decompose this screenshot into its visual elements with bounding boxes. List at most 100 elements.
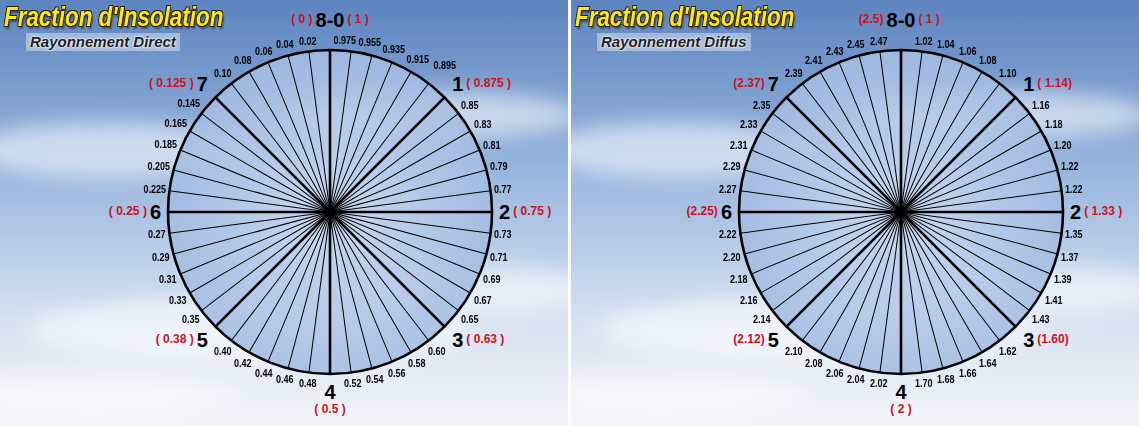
fraction-value: 1.66 — [959, 367, 977, 380]
tick-label-group: 0.31 — [157, 273, 178, 286]
sector-value: (2.12) — [733, 333, 764, 347]
sector-number: 6 — [721, 201, 732, 223]
tick-label-group: 1.39 — [1052, 273, 1073, 286]
fraction-value: 2.18 — [730, 273, 748, 286]
fraction-value: 0.71 — [490, 251, 508, 264]
fraction-value: 0.27 — [148, 228, 166, 241]
tick-label-group: 1.68 — [935, 373, 956, 386]
fraction-value: 1.62 — [999, 345, 1017, 358]
tick-label-group: 2.08 — [803, 357, 824, 370]
tick-label-group: 0.895 — [431, 59, 459, 72]
tick-label-group: 0.145 — [175, 97, 203, 110]
tick-label-group: 0.955 — [356, 36, 384, 49]
sector-value: ( 0.875 ) — [466, 77, 511, 91]
tick-label-group: 2.31 — [728, 139, 749, 152]
tick-label-group: 1.43 — [1030, 313, 1051, 326]
fraction-value: 0.08 — [234, 54, 252, 67]
tick-label-group: 1.06 — [957, 45, 978, 58]
fraction-value: 2.10 — [785, 345, 803, 358]
tick-label-group: 1.20 — [1052, 139, 1073, 152]
tick-label-group: 2.14 — [751, 313, 772, 326]
tick-label-group: 0.58 — [406, 357, 427, 370]
panel-subtitle: Rayonnement Direct — [26, 33, 180, 51]
tick-label-group: 0.65 — [459, 313, 480, 326]
tick-label-group: 0.27 — [146, 228, 167, 241]
sector-number: 7 — [197, 73, 208, 95]
tick-label-group: 0.975 — [331, 34, 359, 47]
fraction-value: 0.955 — [358, 36, 381, 49]
sector-number: 7 — [768, 73, 779, 95]
cloud — [571, 373, 811, 417]
fraction-value: 0.935 — [383, 43, 406, 56]
sector-number: 3 — [1023, 329, 1034, 351]
sector-label-group: 1( 0.875 ) — [452, 73, 511, 95]
fraction-value: 0.65 — [461, 313, 479, 326]
tick-label-group: 0.165 — [162, 117, 190, 130]
sector-value: ( 0.125 ) — [149, 77, 194, 91]
tick-label-group: 2.41 — [803, 54, 824, 67]
fraction-value: 2.47 — [870, 35, 888, 48]
fraction-value: 2.31 — [730, 139, 748, 152]
fraction-value: 0.185 — [154, 138, 177, 151]
tick-label-group: 0.46 — [274, 373, 295, 386]
fraction-value: 0.58 — [408, 357, 426, 370]
sector-number: 4 — [895, 381, 906, 403]
tick-label-group: 2.16 — [738, 294, 759, 307]
tick-label-group: 2.33 — [738, 118, 759, 131]
fraction-value: 1.16 — [1032, 99, 1050, 112]
sector-label-group: 3( 0.63 ) — [452, 329, 504, 351]
fraction-value: 2.27 — [719, 183, 737, 196]
sector-label-group: 2( 1.33 ) — [1070, 201, 1122, 223]
fraction-value: 0.77 — [494, 183, 512, 196]
sector-label-group: 7(2.37) — [733, 73, 778, 95]
fraction-value: 2.16 — [740, 294, 758, 307]
fraction-value: 0.165 — [165, 117, 188, 130]
tick-label-group: 0.935 — [380, 43, 408, 56]
tick-label-group: 0.185 — [152, 138, 180, 151]
tick-label-group: 0.42 — [232, 357, 253, 370]
sector-label-group: 4( 0.5 ) — [314, 381, 345, 417]
sector-number: 2 — [499, 201, 510, 223]
sector-label-group: 4( 2 ) — [890, 381, 911, 417]
tick-label-group: 0.33 — [167, 294, 188, 307]
sector-number: 8-0 — [887, 9, 916, 31]
panel: Fraction d'InsolationRayonnement Direct — [0, 0, 568, 426]
tick-label-group: 2.22 — [717, 228, 738, 241]
cloud — [0, 373, 240, 417]
sector-value: ( 2 ) — [890, 403, 911, 417]
fraction-value: 0.145 — [178, 97, 201, 110]
sector-value: ( 0 ) — [291, 13, 312, 27]
fraction-value: 0.915 — [407, 53, 430, 66]
fraction-value: 0.42 — [234, 357, 252, 370]
sector-value: (2.5) — [859, 13, 884, 27]
tick-label-group: 0.77 — [492, 183, 513, 196]
sector-number: 4 — [324, 381, 335, 403]
tick-label-group: 2.35 — [751, 99, 772, 112]
sector-label-group: 5 (2.12) — [733, 329, 778, 351]
sector-number: 5 — [768, 329, 779, 351]
tick-label-group: 1.37 — [1059, 251, 1080, 264]
fraction-value: 0.69 — [483, 273, 501, 286]
sector-value: (1.60) — [1037, 333, 1068, 347]
sector-label-group: (2.5)8-0( 1 ) — [859, 9, 940, 31]
fraction-value: 1.70 — [915, 377, 933, 390]
tick-label-group: 2.43 — [824, 45, 845, 58]
fraction-value: 0.33 — [169, 294, 187, 307]
panel-title: Fraction d'Insolation — [575, 2, 794, 31]
fraction-value: 1.37 — [1061, 251, 1079, 264]
fraction-value: 0.35 — [182, 313, 200, 326]
fraction-value: 2.41 — [805, 54, 823, 67]
fraction-value: 2.39 — [785, 67, 803, 80]
tick-label-group: 0.56 — [386, 367, 407, 380]
tick-label-group: 2.45 — [845, 38, 866, 51]
tick-label-group: 1.22 — [1063, 183, 1084, 196]
sector-number: 1 — [452, 73, 463, 95]
fraction-value: 2.14 — [753, 313, 771, 326]
fraction-value: 0.205 — [147, 160, 170, 173]
sky-panel — [571, 0, 1139, 426]
sector-number: 5 — [197, 329, 208, 351]
tick-label-group: 0.225 — [141, 183, 169, 196]
fraction-value: 0.67 — [473, 294, 491, 307]
fraction-value: 0.83 — [473, 118, 491, 131]
